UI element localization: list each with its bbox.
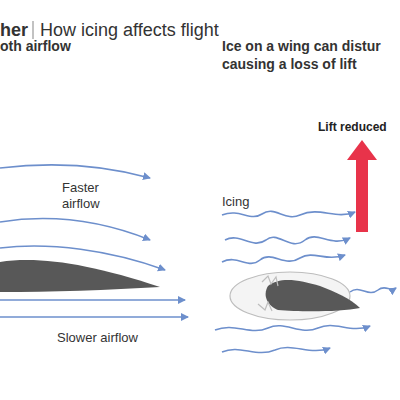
panel-heading: oth airflow [0, 38, 71, 56]
airflow-label: Slower airflow [57, 330, 138, 346]
title-separator [32, 21, 33, 39]
wing-iced [266, 280, 360, 311]
lift-label: Lift reduced [318, 120, 387, 135]
ice-ridges [258, 276, 278, 311]
streamlines-disturbed [215, 211, 396, 352]
airflow-label: Faster airflow [62, 180, 122, 213]
lift-arrow [347, 140, 377, 232]
wing-clean [0, 260, 160, 292]
streamlines-smooth [0, 165, 188, 317]
panel-heading: Ice on a wing can distur causing a loss … [222, 38, 400, 73]
icing-label: Icing [222, 194, 249, 210]
